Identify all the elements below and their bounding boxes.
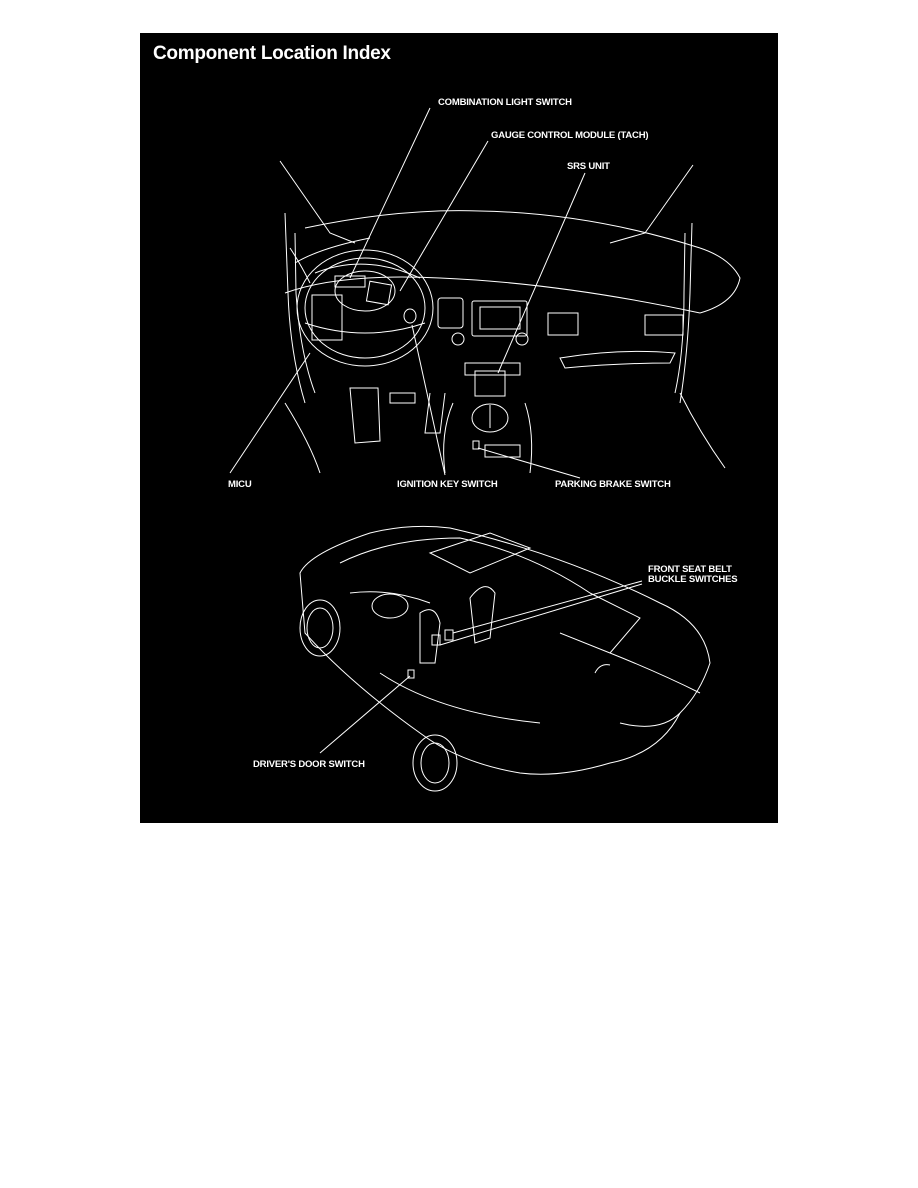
label-parking-brake-switch: PARKING BRAKE SWITCH — [555, 479, 671, 490]
car-illustration — [299, 525, 711, 792]
dashboard-illustration — [229, 107, 741, 479]
page-title: Component Location Index — [153, 43, 391, 64]
leader-srs-unit — [497, 172, 586, 374]
diagram-panel: Component Location Index — [140, 33, 778, 823]
label-combination-light-switch: COMBINATION LIGHT SWITCH — [438, 97, 572, 108]
leader-micu — [229, 352, 311, 474]
leader-parking-brake-switch — [477, 447, 581, 479]
leader-ignition-key-switch — [411, 324, 446, 476]
leader-buckle-switch-2 — [439, 583, 643, 646]
label-micu: MICU — [228, 479, 252, 490]
label-gauge-control-module: GAUGE CONTROL MODULE (TACH) — [491, 130, 649, 141]
leader-combination-light-switch — [349, 107, 431, 279]
component-line-art — [229, 107, 741, 792]
leader-drivers-door-switch — [319, 675, 411, 754]
label-ignition-key-switch: IGNITION KEY SWITCH — [397, 479, 498, 490]
label-front-seat-belt-line2: BUCKLE SWITCHES — [648, 574, 738, 585]
leader-buckle-switch-1 — [452, 580, 643, 634]
label-drivers-door-switch: DRIVER'S DOOR SWITCH — [253, 759, 365, 770]
label-front-seat-belt-line1: FRONT SEAT BELT — [648, 564, 732, 575]
leader-gauge-control-module — [399, 140, 489, 292]
label-srs-unit: SRS UNIT — [567, 161, 610, 172]
